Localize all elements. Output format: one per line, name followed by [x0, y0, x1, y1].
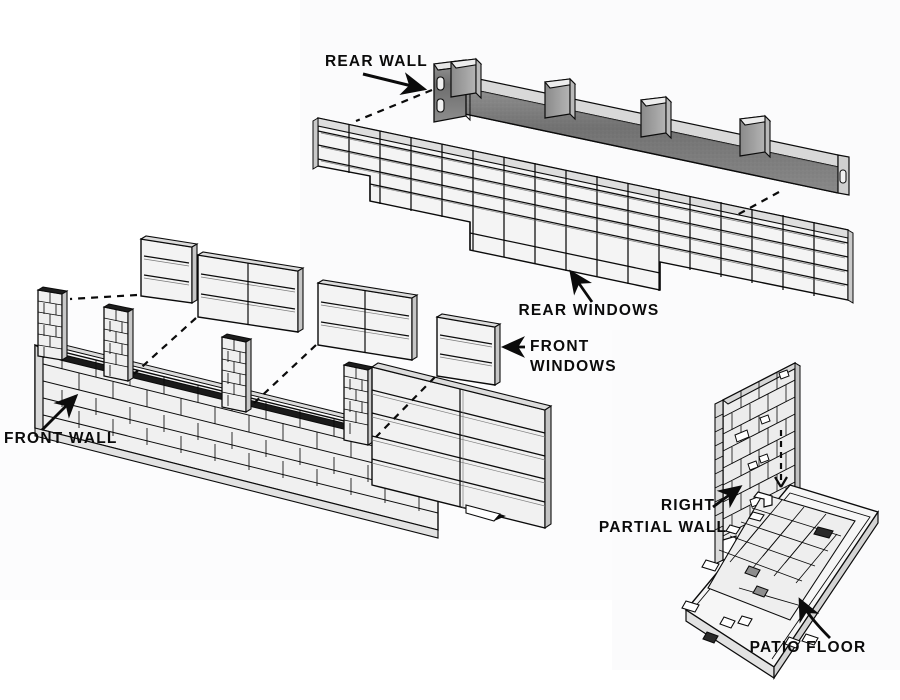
- front-window-dash-3: [251, 344, 317, 406]
- front-window-2: [196, 251, 305, 333]
- front-window-1: [139, 235, 199, 304]
- rear-wall-pier-2: [543, 77, 577, 121]
- label-right-partial-line1: RIGHT: [661, 497, 715, 514]
- front-window-3: [316, 279, 419, 361]
- label-rear-windows: REAR WINDOWS: [519, 302, 660, 319]
- partial-wall-tabs: [734, 369, 790, 508]
- rear-wall-arrow: [362, 72, 428, 95]
- rear-wall-right-end: [837, 154, 850, 196]
- part-patio-floor: [681, 484, 880, 680]
- patio-floor-arrow: [798, 597, 831, 639]
- front-window-dash-2: [133, 317, 197, 375]
- rear-wall-pier-3: [639, 95, 673, 140]
- front-wall-block-end: [370, 362, 553, 530]
- label-front-windows-line2: WINDOWS: [530, 358, 617, 375]
- label-rear-wall: REAR WALL: [325, 53, 428, 70]
- front-window-4: [435, 313, 502, 386]
- label-right-partial-line2: PARTIAL WALL: [599, 519, 727, 536]
- label-front-windows-line1: FRONT: [530, 338, 589, 355]
- right-partial-arrow: [712, 485, 743, 509]
- rear-windows-arrow: [569, 269, 594, 303]
- part-rear-windows: [312, 117, 854, 304]
- leader-lines: [41, 72, 831, 639]
- front-wall-arrow: [41, 393, 79, 431]
- patio-floor-slots: [681, 511, 834, 649]
- label-patio-floor: PATIO FLOOR: [750, 639, 867, 656]
- label-layer: REAR WALL REAR WINDOWS FRONT WINDOWS FRO…: [4, 53, 867, 656]
- part-front-windows: [139, 235, 502, 386]
- part-rear-wall: [433, 57, 850, 196]
- front-wall-pier-2: [102, 303, 135, 382]
- rear-windows-dash: [736, 191, 780, 216]
- front-window-dash-4: [375, 376, 436, 438]
- patio-brick-border: [707, 493, 856, 621]
- front-window-dash-1: [69, 293, 138, 301]
- rear-wall-dash: [355, 88, 433, 123]
- rear-wall-pier-1: [449, 57, 483, 100]
- front-wall-pier-4: [342, 361, 375, 446]
- part-front-wall: [34, 286, 553, 539]
- front-wall-pier-3: [220, 333, 253, 413]
- rear-wall-pier-4: [738, 114, 772, 159]
- front-wall-pier-1: [36, 286, 69, 361]
- label-front-wall: FRONT WALL: [4, 430, 118, 447]
